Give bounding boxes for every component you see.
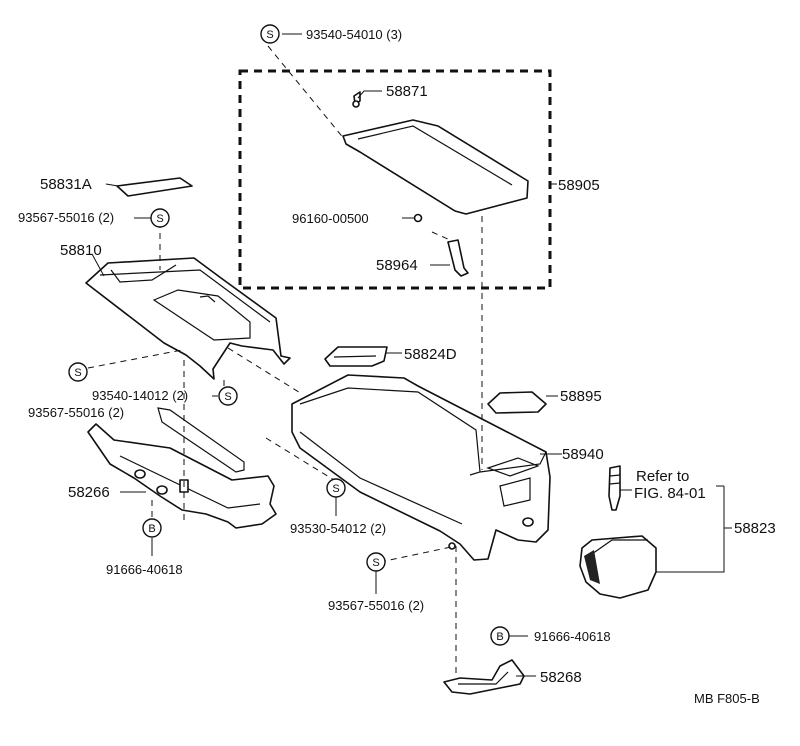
lid-lower-edge — [359, 151, 456, 212]
svg-text:S: S — [224, 391, 231, 403]
label-93530-54012: 93530-54012 (2) — [290, 521, 386, 536]
console-opening — [299, 387, 481, 476]
b-badge-2: B — [490, 626, 510, 646]
clip-58871 — [352, 91, 361, 108]
armrest-pad-58831a — [116, 177, 193, 197]
svg-text:S: S — [74, 367, 81, 379]
leader-lines — [91, 33, 732, 677]
bracket-58266 — [87, 423, 277, 529]
svg-text:S: S — [372, 557, 379, 569]
bumper-96160 — [413, 213, 423, 223]
cover-58895 — [487, 391, 547, 414]
footer-code: MB F805-B — [694, 691, 760, 706]
svg-text:B: B — [496, 631, 503, 643]
b-badge-1: B — [142, 518, 162, 538]
label-93540-14012: 93540-14012 (2) — [92, 388, 188, 403]
label-58831a: 58831A — [40, 176, 92, 193]
label-58871: 58871 — [386, 83, 428, 100]
svg-text:S: S — [332, 483, 339, 495]
console-lid — [342, 119, 529, 215]
console-side-line — [299, 431, 463, 525]
s-badge-5: S — [326, 478, 346, 498]
bulb-socket — [608, 465, 621, 511]
label-58810: 58810 — [60, 242, 102, 259]
main-console-58940 — [291, 374, 551, 561]
label-93567-55016-c: 93567-55016 (2) — [328, 598, 424, 613]
bracket-58266-group — [87, 407, 277, 529]
bulb-ribs — [609, 474, 621, 485]
bracket-hole-a — [134, 469, 146, 479]
label-58268: 58268 — [540, 669, 582, 686]
lid-edge-detail — [357, 125, 513, 186]
lid-assembly-frame — [238, 69, 552, 290]
part-labels: 93540-54010 (3) 58871 58905 96160-00500 … — [18, 27, 776, 706]
label-58824d: 58824D — [404, 346, 457, 363]
label-refer-to: Refer to — [636, 468, 689, 485]
upper-console-group — [85, 177, 291, 380]
svg-text:S: S — [156, 213, 163, 225]
console-inner-detail — [199, 295, 216, 303]
bracket-rail — [157, 407, 245, 473]
label-58905: 58905 — [558, 177, 600, 194]
label-93540-54010: 93540-54010 (3) — [306, 27, 402, 42]
console-rear-hole — [522, 517, 534, 527]
bracket-58268-detail — [458, 671, 509, 685]
label-93567-55016-a: 93567-55016 (2) — [18, 210, 114, 225]
ashtray-group — [579, 465, 657, 599]
label-91666-40618-a: 91666-40618 — [106, 562, 183, 577]
label-91666-40618-b: 91666-40618 — [534, 629, 611, 644]
svg-text:S: S — [266, 29, 273, 41]
label-93567-55016-b: 93567-55016 (2) — [28, 405, 124, 420]
console-cup-recess-b — [152, 289, 251, 341]
label-58266: 58266 — [68, 484, 110, 501]
s-badge-2: S — [150, 208, 170, 228]
bracket-hole-b — [156, 485, 168, 495]
svg-text:B: B — [148, 523, 155, 535]
label-58895: 58895 — [560, 388, 602, 405]
lid-stopper — [447, 239, 469, 277]
upper-console-58810 — [85, 257, 291, 380]
label-fig-84-01: FIG. 84-01 — [634, 485, 706, 502]
label-58823: 58823 — [734, 520, 776, 537]
s-badge-6: S — [366, 552, 386, 572]
console-screw-hole — [448, 542, 456, 550]
console-rear-panel — [499, 477, 531, 507]
s-badge-4: S — [218, 386, 238, 406]
console-cup-recess-a — [110, 264, 177, 283]
bezel-slot — [333, 355, 377, 358]
ashtray-shadow — [584, 550, 600, 584]
lid-assembly-group — [238, 69, 557, 290]
console-rear-pocket — [486, 457, 540, 477]
label-58964: 58964 — [376, 257, 418, 274]
bracket-channel — [119, 455, 261, 509]
bracket-58268 — [443, 659, 525, 695]
label-58940: 58940 — [562, 446, 604, 463]
ashtray-top-edge — [591, 539, 648, 555]
label-96160-00500: 96160-00500 — [292, 211, 369, 226]
s-badge-1: S — [260, 24, 280, 44]
console-rim-detail — [99, 269, 271, 323]
console-rear-edge — [479, 451, 547, 473]
s-badge-3: S — [68, 362, 88, 382]
